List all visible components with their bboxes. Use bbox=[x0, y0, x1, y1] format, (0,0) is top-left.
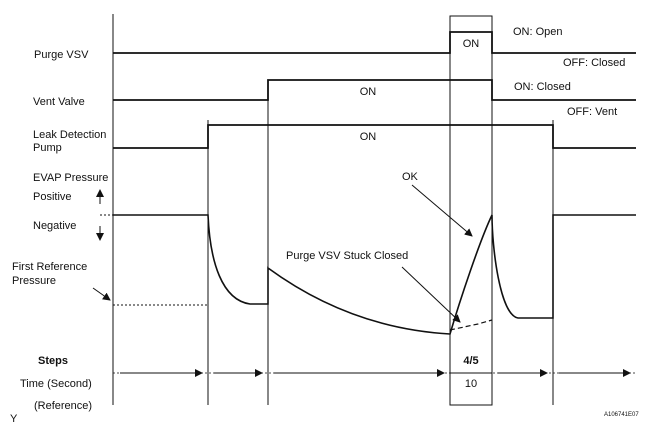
purge-vsv-signal bbox=[113, 31, 636, 54]
pump-label: Pump bbox=[33, 142, 62, 154]
step-time-label: 10 bbox=[465, 378, 477, 390]
stuck-closed-dashed-line bbox=[449, 319, 493, 331]
ok-arrow bbox=[411, 184, 473, 237]
purge-on-open-label: ON: Open bbox=[513, 26, 563, 38]
positive-label: Positive bbox=[33, 191, 72, 203]
purge-vsv-label: Purge VSV bbox=[34, 49, 89, 61]
ok-label: OK bbox=[402, 171, 419, 183]
leak-detection-label: Leak Detection bbox=[33, 129, 106, 141]
first-reference-label: First Reference bbox=[12, 261, 87, 273]
pressure-label: Pressure bbox=[12, 275, 56, 287]
step-4-5-label: 4/5 bbox=[463, 355, 478, 367]
vent-on-closed-label: ON: Closed bbox=[514, 81, 571, 93]
purge-off-closed-label: OFF: Closed bbox=[563, 57, 625, 69]
step-4-5-box bbox=[449, 15, 493, 406]
evap-pressure-curve bbox=[113, 214, 636, 335]
evap-pressure-label: EVAP Pressure bbox=[33, 172, 108, 184]
purge-on-label: ON bbox=[463, 38, 480, 50]
time-guide-lines bbox=[112, 14, 554, 405]
time-second-label: Time (Second) bbox=[20, 378, 92, 390]
vent-off-vent-label: OFF: Vent bbox=[567, 106, 617, 118]
figure-code: A106741E07 bbox=[604, 412, 639, 418]
stuck-closed-arrow bbox=[401, 266, 461, 323]
reference-label: (Reference) bbox=[34, 400, 92, 412]
vent-on-label: ON bbox=[360, 86, 377, 98]
vent-valve-label: Vent Valve bbox=[33, 96, 85, 108]
pump-signal bbox=[113, 124, 636, 149]
corner-mark: Y bbox=[10, 413, 18, 425]
pump-on-label: ON bbox=[360, 131, 377, 143]
steps-label: Steps bbox=[38, 355, 68, 367]
vent-valve-signal bbox=[113, 79, 636, 101]
stuck-closed-label: Purge VSV Stuck Closed bbox=[286, 250, 408, 262]
first-reference-arrow bbox=[92, 287, 111, 301]
negative-label: Negative bbox=[33, 220, 76, 232]
